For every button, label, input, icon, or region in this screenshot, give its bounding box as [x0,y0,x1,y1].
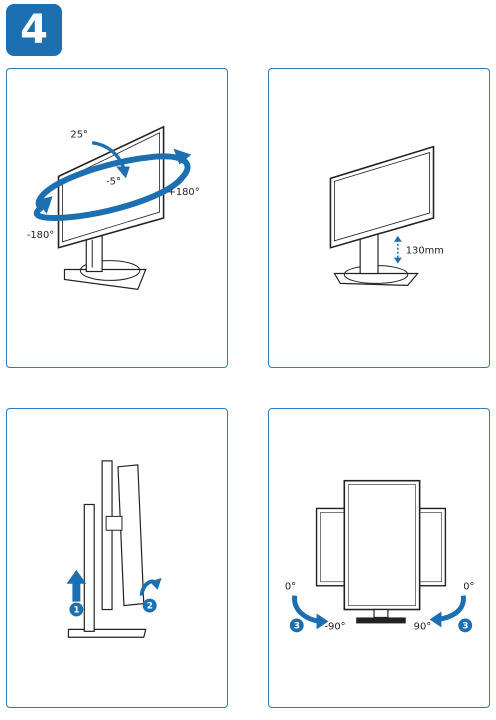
monitor-base [333,272,419,286]
step-number-badge: 4 [6,4,62,56]
pivot-left-start-label: 0° [285,582,296,593]
panel-swivel-tilt: 25° -5° +180° -180° [6,68,228,368]
pivot-left-end-label: -90° [324,621,345,632]
step-3-marker-right [458,618,473,633]
swivel-right-label: +180° [168,187,200,198]
svg-text:1: 1 [73,606,79,616]
swivel-arrow [35,153,191,212]
step-1-marker [69,602,84,617]
svg-text:3: 3 [294,621,300,631]
swivel-tilt-illustration: 25° -5° +180° -180° [27,125,200,291]
height-adjust-illustration: 130mm [329,145,444,286]
step-2-marker [142,598,157,613]
pivot-right-start-label: 0° [463,582,474,593]
monitor-base [63,268,147,291]
step-number: 4 [20,7,48,53]
pivot-right-end-label: 90° [414,621,432,632]
tilt-down-label: -5° [106,176,121,187]
step-3-marker-left [289,618,304,633]
svg-text:3: 3 [462,621,468,631]
base-ring [79,260,141,281]
monitor-stand [373,608,389,619]
monitor-screen [329,145,435,249]
lift-arrow [72,581,81,602]
panel-lift-release: 1 2 [6,408,228,708]
monitor-stand [85,235,103,273]
tilt-up-label: 25° [70,130,88,141]
lift-release-illustration: 1 2 [66,460,162,638]
monitor-stand [83,503,95,632]
panel-pivot: 0° -90° 0° 90° 3 3 [268,408,490,708]
monitor-stand [359,233,379,275]
monitor-screen-portrait [343,479,421,611]
swivel-left-label: -180° [27,230,54,241]
height-label: 130mm [406,246,444,257]
panel-height-adjust: 130mm [268,68,490,368]
monitor-screen-tilted [117,464,145,607]
pivot-illustration: 0° -90° 0° 90° 3 3 [285,479,474,633]
monitor-screen [101,460,113,611]
monitor-base [67,628,147,638]
tilt-arrow [91,140,126,170]
monitor-base [356,617,406,624]
svg-text:2: 2 [147,602,153,612]
